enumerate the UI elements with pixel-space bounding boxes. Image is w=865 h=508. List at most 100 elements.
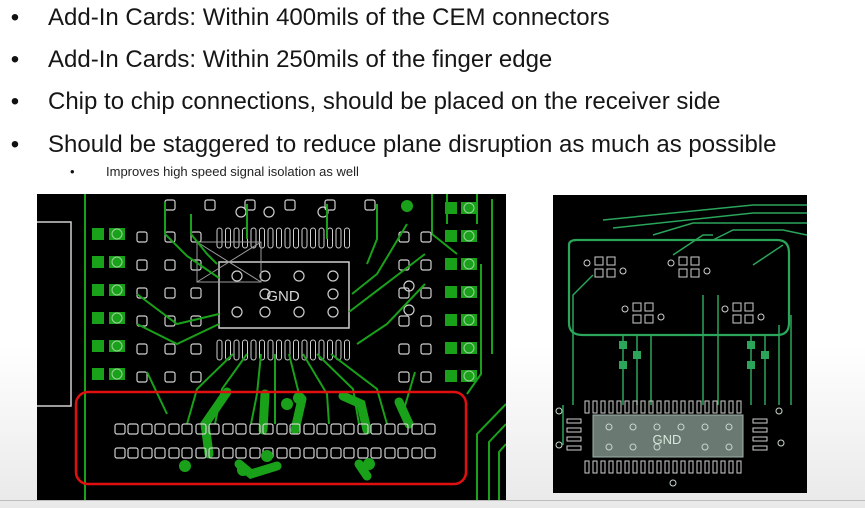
- ic-pin: [301, 227, 308, 249]
- ic-pin: [680, 460, 686, 474]
- bullet-marker: •: [10, 4, 20, 31]
- pad-outline: [644, 314, 654, 324]
- pad-outline: [732, 314, 742, 324]
- ic-pin: [736, 460, 742, 474]
- ic-pin: [728, 460, 734, 474]
- pad-outline: [690, 268, 700, 278]
- via: [403, 280, 415, 292]
- bullet-text: Should be staggered to reduce plane disr…: [48, 131, 777, 158]
- sub-bullet-marker: •: [70, 164, 75, 179]
- ic-pin: [696, 460, 702, 474]
- cap-pad: [330, 447, 342, 459]
- pad-outline: [420, 315, 432, 327]
- connector-outline: [37, 221, 72, 407]
- ic-pin: [242, 339, 248, 361]
- via: [725, 423, 733, 431]
- ic-pin: [752, 436, 768, 442]
- via: [629, 443, 637, 451]
- via: [111, 368, 123, 380]
- pad-outline: [420, 287, 432, 299]
- pad: [445, 286, 457, 298]
- ic-pin: [648, 460, 654, 474]
- via: [111, 256, 123, 268]
- ic-pin: [616, 400, 622, 414]
- via: [701, 423, 709, 431]
- pad-outline: [744, 314, 754, 324]
- ic-pin: [672, 460, 678, 474]
- pad-outline: [606, 268, 616, 278]
- via: [463, 258, 475, 270]
- via: [237, 464, 249, 476]
- pad-outline: [398, 315, 410, 327]
- ic-traces: [136, 202, 426, 425]
- ic-pin: [688, 460, 694, 474]
- ic-pin: [712, 400, 718, 414]
- pad: [109, 368, 125, 380]
- cap-pad: [195, 447, 207, 459]
- pad: [633, 351, 641, 359]
- pad: [92, 228, 104, 240]
- ic-pin: [752, 427, 768, 433]
- cap-pad: [276, 447, 288, 459]
- via: [583, 259, 591, 267]
- pad: [445, 202, 457, 214]
- highlight-box: [74, 390, 468, 486]
- cap-pad: [181, 423, 193, 435]
- pad: [109, 340, 125, 352]
- via: [231, 270, 243, 282]
- via: [653, 423, 661, 431]
- pad-outline: [284, 199, 296, 211]
- cap-pad: [316, 423, 328, 435]
- via: [259, 288, 271, 300]
- bullet-marker: •: [10, 46, 20, 73]
- pad-outline: [732, 302, 742, 312]
- pad-outline: [632, 302, 642, 312]
- pad-outline: [164, 259, 176, 271]
- slide-bottom-line: [0, 500, 865, 501]
- pad: [461, 202, 477, 214]
- via: [259, 306, 271, 318]
- ic-pin: [225, 227, 231, 249]
- via: [463, 342, 475, 354]
- cap-pad: [208, 423, 220, 435]
- via: [619, 267, 627, 275]
- ic-pin: [648, 400, 654, 414]
- cap-pad: [235, 423, 247, 435]
- ic-pin: [608, 400, 614, 414]
- pad: [461, 370, 477, 382]
- via: [677, 423, 685, 431]
- pad: [445, 314, 457, 326]
- ic-pin: [310, 227, 316, 249]
- gnd-label: GND: [653, 432, 682, 447]
- cap-pad: [235, 447, 247, 459]
- pad: [461, 286, 477, 298]
- cap-pad: [114, 423, 126, 435]
- pad: [109, 312, 125, 324]
- via: [725, 443, 733, 451]
- pad-outline: [420, 231, 432, 243]
- ic-pin: [632, 460, 638, 474]
- ic-pin: [327, 339, 333, 361]
- pad: [92, 368, 104, 380]
- ic-pin: [624, 460, 630, 474]
- bullet-text: Add-In Cards: Within 400mils of the CEM …: [48, 4, 610, 31]
- bullet-text: Add-In Cards: Within 250mils of the fing…: [48, 46, 553, 73]
- ic-pin: [680, 400, 686, 414]
- cap-pad: [168, 423, 180, 435]
- ic-pin: [318, 339, 325, 361]
- cap-pad: [303, 423, 315, 435]
- via: [657, 313, 665, 321]
- pad-outline: [744, 302, 754, 312]
- ic-pin: [216, 227, 223, 249]
- cap-pad: [370, 447, 382, 459]
- ic-pin: [250, 339, 257, 361]
- pad-outline: [164, 343, 176, 355]
- ic-pin: [664, 400, 670, 414]
- cap-pad: [127, 423, 139, 435]
- via: [293, 306, 305, 318]
- ic-pin: [664, 460, 670, 474]
- pad-outline: [594, 256, 604, 266]
- pad-outline: [632, 314, 642, 324]
- via: [463, 230, 475, 242]
- bullet-text: Chip to chip connections, should be plac…: [48, 88, 721, 115]
